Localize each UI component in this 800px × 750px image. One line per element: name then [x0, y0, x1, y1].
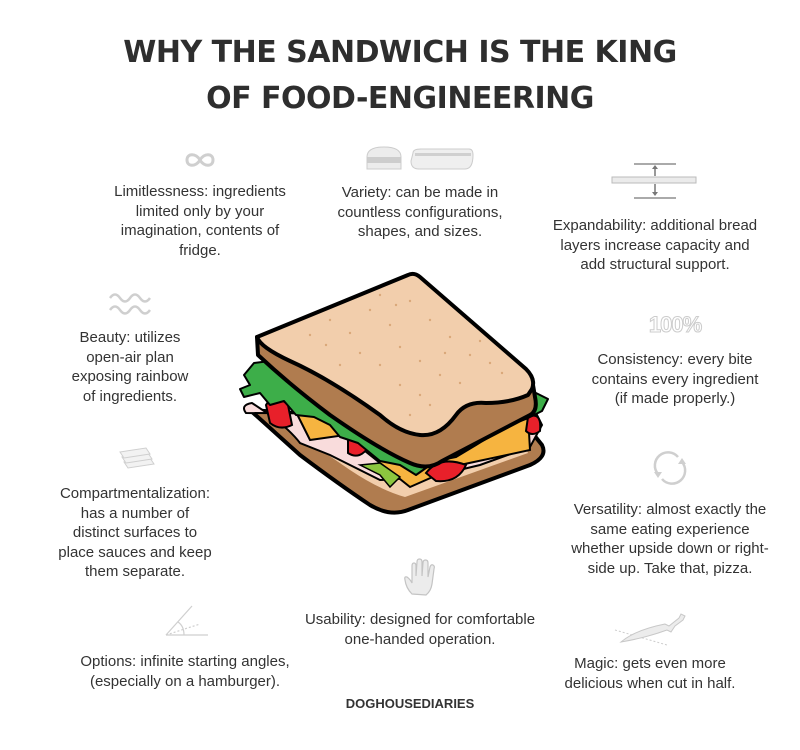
feature-text: Limitlessness: ingredients limited only … — [114, 183, 286, 259]
stacked-layers-icon — [119, 447, 155, 469]
bread-speckles — [308, 293, 504, 417]
top-bread — [255, 271, 536, 438]
waves-icon — [108, 293, 152, 315]
hand-icon — [404, 558, 435, 596]
feature-text: Expandability: additional bread layers i… — [552, 217, 758, 273]
title-line-2: OF FOOD-ENGINEERING — [206, 81, 594, 116]
title-line-1: WHY THE SANDWICH IS THE KING — [123, 35, 677, 70]
angle-icon — [165, 605, 208, 636]
knife-icon — [614, 613, 686, 646]
feature-text: Consistency: every bite contains every i… — [591, 351, 759, 407]
sandwich-illustration — [239, 271, 549, 515]
feature-text: Versatility: almost exactly the same eat… — [571, 501, 769, 577]
percent-icon: 100% — [648, 312, 702, 337]
feature-text: Magic: gets even more delicious when cut… — [564, 655, 736, 692]
rotate-arrows-icon — [653, 451, 687, 485]
infinity-icon — [185, 153, 215, 167]
feature-text: Beauty: utilizes open-air plan exposing … — [71, 329, 189, 405]
feature-usability: Usability: designed for comfortable one-… — [280, 558, 560, 649]
feature-options: Options: infinite starting angles, (espe… — [55, 604, 315, 691]
feature-consistency: 100% Consistency: every bite contains ev… — [570, 312, 780, 409]
feature-expandability: Expandability: additional bread layers i… — [520, 160, 790, 275]
feature-text: Compartmentalization: has a number of di… — [58, 485, 212, 580]
page-title: WHY THE SANDWICH IS THE KING OF FOOD-ENG… — [0, 30, 800, 122]
feature-beauty: Beauty: utilizes open-air plan exposing … — [40, 290, 220, 406]
feature-versatility: Versatility: almost exactly the same eat… — [545, 450, 795, 578]
bread-shapes-icon — [366, 146, 474, 170]
feature-limitlessness: Limitlessness: ingredients limited only … — [95, 150, 305, 260]
feature-text: Variety: can be made in countless config… — [337, 184, 503, 240]
feature-text: Usability: designed for comfortable one-… — [304, 611, 536, 648]
feature-magic: Magic: gets even more delicious when cut… — [530, 612, 770, 693]
feature-variety: Variety: can be made in countless config… — [320, 145, 520, 242]
expand-layers-icon — [611, 163, 697, 199]
feature-text: Options: infinite starting angles, (espe… — [80, 653, 290, 690]
credit-logo: DOGHOUSEDIARIES — [345, 696, 475, 711]
feature-compartmentalization: Compartmentalization: has a number of di… — [25, 446, 245, 582]
